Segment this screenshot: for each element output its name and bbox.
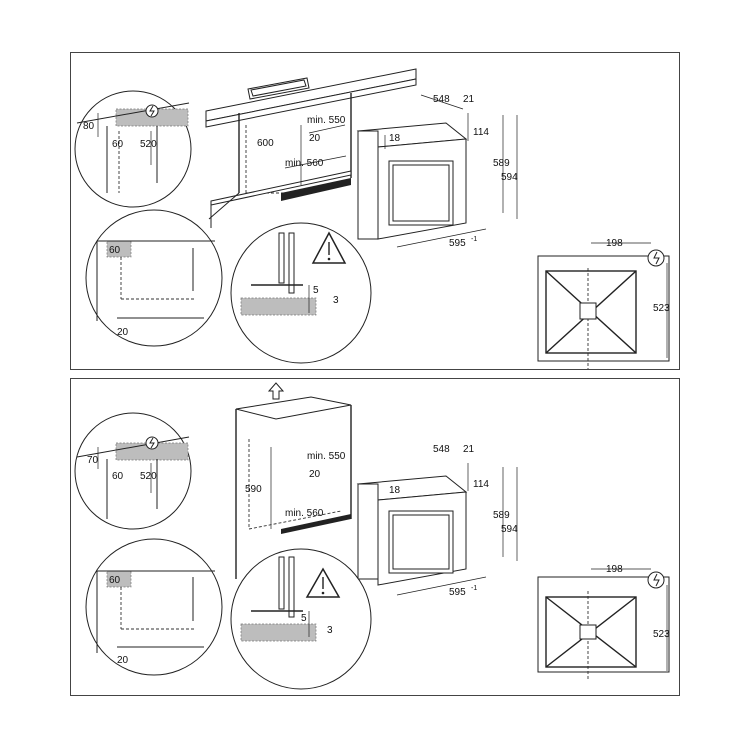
niche-min-depth-label: min. 560 xyxy=(285,158,324,169)
up-arrow-icon xyxy=(267,382,285,400)
power-symbol-icon xyxy=(145,104,159,118)
power-detail-depth-label: 520 xyxy=(140,471,157,482)
power-symbol-icon xyxy=(647,249,665,267)
installation-panel-under-counter: 600 min. 550 20 min. 560 548 21 114 18 5… xyxy=(70,52,680,370)
back-view: 198 523 xyxy=(537,238,670,369)
oven-door-top-label: 114 xyxy=(473,479,489,490)
power-connection-detail: 80 60 520 xyxy=(74,90,192,208)
corner-detail: 60 20 xyxy=(85,538,223,676)
corner-detail-20-label: 20 xyxy=(117,327,129,338)
niche-min-width-label: min. 550 xyxy=(307,115,346,126)
power-detail-height-label: 70 xyxy=(87,455,99,466)
burner-grid xyxy=(545,596,637,668)
niche-dimensions: 600 min. 550 20 min. 560 xyxy=(257,115,347,185)
back-view: 198 523 xyxy=(537,564,670,679)
gap-detail-3-label: 3 xyxy=(333,295,339,306)
oven-top-offset-label: 18 xyxy=(389,485,401,496)
warning-triangle-icon xyxy=(305,567,341,598)
niche-min-depth-label: min. 560 xyxy=(285,508,324,519)
power-detail-height-label: 80 xyxy=(83,121,95,132)
power-detail-width-label: 60 xyxy=(112,471,124,482)
power-symbol-icon xyxy=(145,436,159,450)
oven-door-label: 21 xyxy=(463,444,475,455)
oven-width-label: 595 xyxy=(449,587,466,598)
oven-width-label: 595 xyxy=(449,238,466,249)
gap-detail-5-label: 5 xyxy=(313,285,319,296)
gap-detail-5-label: 5 xyxy=(301,613,307,624)
oven-top-offset-label: 18 xyxy=(389,133,401,144)
oven-dimensions: 548 21 114 18 589 594 595 -1 xyxy=(384,94,518,249)
oven-door-top-label: 114 xyxy=(473,127,489,138)
gap-detail: 5 3 xyxy=(230,548,372,690)
oven-door-label: 21 xyxy=(463,94,475,105)
back-view-width-label: 198 xyxy=(606,238,623,249)
oven-height-589-label: 589 xyxy=(493,158,510,169)
niche-cabinet xyxy=(208,93,352,228)
back-view-height-label: 523 xyxy=(653,629,670,640)
column-installation-diagram: 590 min. 550 20 min. 560 548 21 114 18 5… xyxy=(74,382,670,690)
oven-dimensions: 548 21 114 18 589 594 595 -1 xyxy=(389,444,518,598)
column-cabinet xyxy=(235,396,352,579)
oven-width-tolerance-label: -1 xyxy=(471,585,477,592)
niche-height-label: 600 xyxy=(257,138,274,149)
warning-triangle-icon xyxy=(311,231,347,264)
niche-dimensions: 590 min. 550 20 min. 560 xyxy=(245,447,346,529)
oven-height-589-label: 589 xyxy=(493,510,510,521)
countertop xyxy=(205,68,417,128)
gap-detail: 5 3 xyxy=(230,222,372,364)
burner-grid xyxy=(545,270,637,354)
back-view-height-label: 523 xyxy=(653,303,670,314)
oven-width-tolerance-label: -1 xyxy=(471,236,477,243)
power-connection-detail: 70 60 520 xyxy=(74,412,192,530)
niche-back-gap-label: 20 xyxy=(309,469,321,480)
oven-depth-label: 548 xyxy=(433,94,450,105)
power-detail-width-label: 60 xyxy=(112,139,124,150)
oven-unit xyxy=(356,475,468,586)
installation-panel-column: 590 min. 550 20 min. 560 548 21 114 18 5… xyxy=(70,378,680,696)
gap-detail-3-label: 3 xyxy=(327,625,333,636)
back-view-width-label: 198 xyxy=(606,564,623,575)
oven-depth-label: 548 xyxy=(433,444,450,455)
oven-unit xyxy=(356,122,468,240)
corner-detail-60-label: 60 xyxy=(109,245,121,256)
corner-detail-60-label: 60 xyxy=(109,575,121,586)
oven-height-594-label: 594 xyxy=(501,524,518,535)
oven-height-594-label: 594 xyxy=(501,172,518,183)
corner-detail-20-label: 20 xyxy=(117,655,129,666)
niche-back-gap-label: 20 xyxy=(309,133,321,144)
power-detail-depth-label: 520 xyxy=(140,139,157,150)
niche-height-label: 590 xyxy=(245,484,262,495)
corner-detail: 60 20 xyxy=(85,209,223,347)
power-symbol-icon xyxy=(647,571,665,589)
under-counter-diagram: 600 min. 550 20 min. 560 548 21 114 18 5… xyxy=(74,68,670,369)
niche-min-width-label: min. 550 xyxy=(307,451,346,462)
